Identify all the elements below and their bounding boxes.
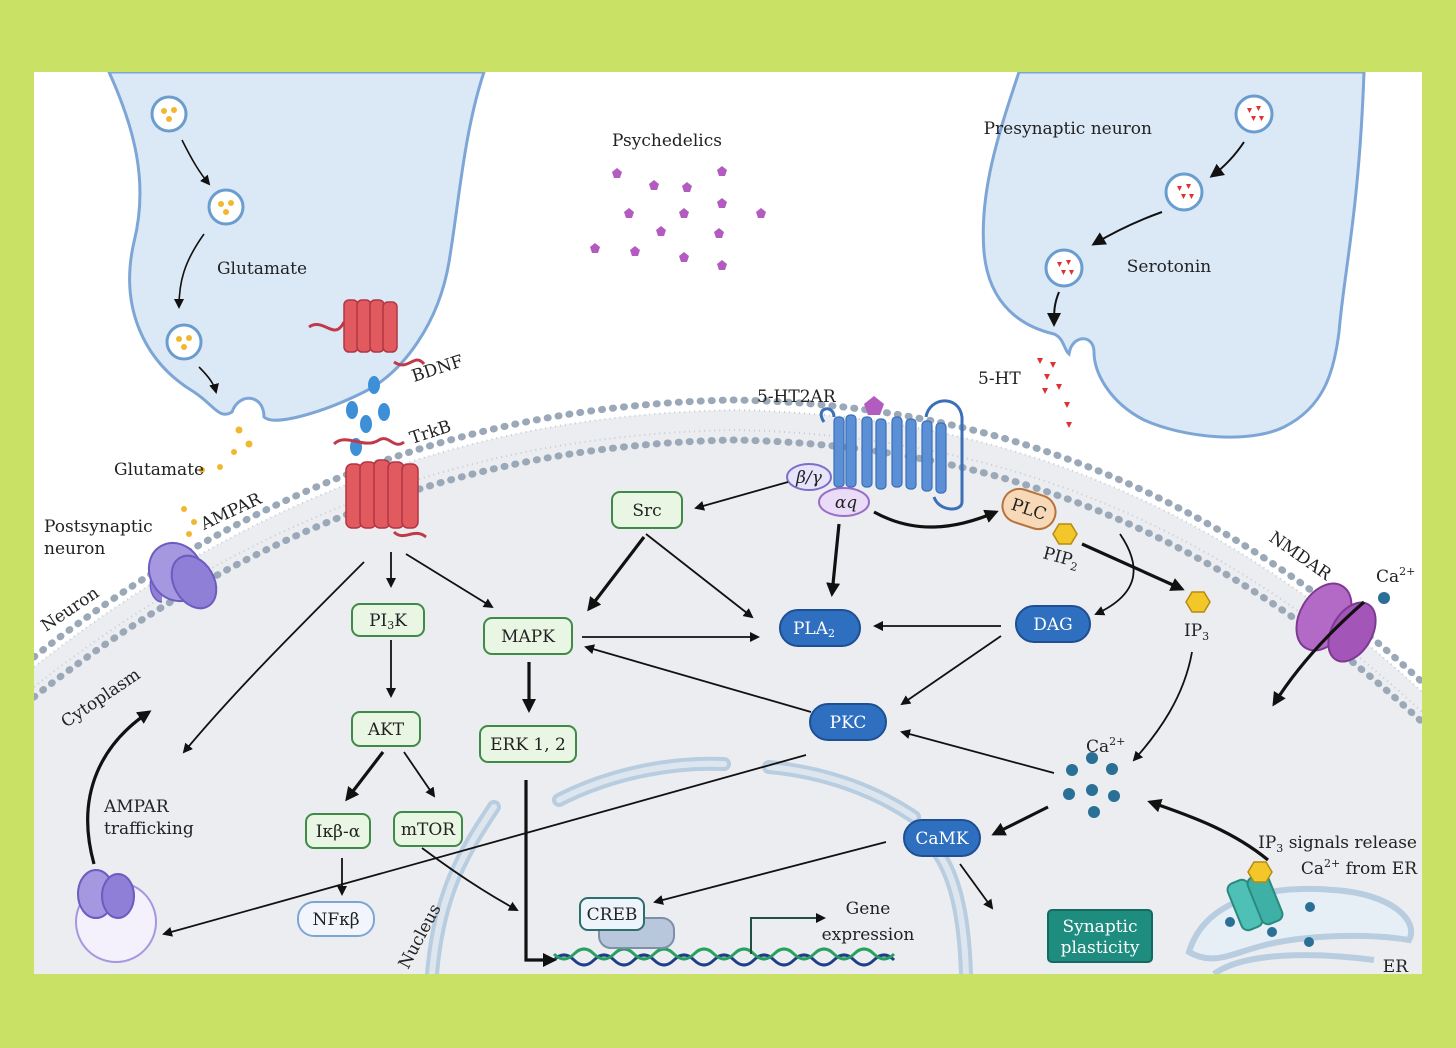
camk-label: CaMK (915, 829, 969, 849)
creb-label: CREB (587, 905, 638, 925)
ca-pool-label: Ca2+ (1086, 735, 1125, 757)
five-ht-label: 5-HT (978, 369, 1021, 389)
ikb-node: Iκβ-α (305, 813, 371, 849)
serotonin-vesicles (1044, 94, 1274, 288)
ca-nmdar-label: Ca2+ (1376, 565, 1415, 587)
ampar-vesicle (75, 869, 157, 963)
postsynaptic-label-2: neuron (44, 539, 105, 559)
psychedelic-molecules (590, 166, 766, 270)
pip2-hexagon (1052, 523, 1078, 545)
glutamate-molecules (181, 426, 253, 537)
akt-label: AKT (367, 720, 405, 740)
dna-strand (552, 947, 896, 967)
psychedelic-bound (864, 396, 884, 415)
ca-pool (1063, 752, 1120, 818)
alpha-q-label: αq (835, 493, 857, 513)
pkc-label: PKC (830, 713, 867, 733)
nmdar-receptor (1295, 582, 1377, 663)
postsynaptic-label-1: Postsynaptic (44, 517, 153, 537)
nfkb-node: NFκβ (297, 901, 375, 937)
trkb-receptor (332, 437, 427, 539)
gene-label-2: expression (822, 925, 915, 945)
serotonin-molecules (1037, 358, 1072, 428)
pathway-diagram: β/γ αq PLC (34, 72, 1422, 974)
presynaptic-neuron-label: Presynaptic neuron (984, 119, 1152, 139)
glutamate-cleft-label: Glutamate (114, 460, 204, 480)
pla2-node: PLA2 (779, 609, 861, 647)
creb-node: CREB (579, 897, 675, 949)
synaptic-label-2: plasticity (1061, 938, 1140, 958)
bdnf-receptor-top (308, 299, 426, 367)
dag-node: DAG (1015, 605, 1091, 643)
mtor-label: mTOR (401, 820, 456, 840)
synaptic-label-1: Synaptic (1062, 917, 1137, 937)
glutamate-vesicles (150, 95, 245, 361)
dag-label: DAG (1033, 615, 1073, 635)
pathway-arrows-bold (86, 509, 1366, 967)
postsynaptic-cell (34, 410, 1422, 974)
mapk-node: MAPK (483, 617, 573, 655)
ampar-receptor (147, 541, 218, 610)
ampar-trafficking-label-1: AMPAR (103, 797, 170, 817)
src-node: Src (611, 491, 683, 529)
glutamate-top-label: Glutamate (217, 259, 307, 279)
serotonin-label: Serotonin (1127, 257, 1212, 277)
mapk-label: MAPK (501, 627, 555, 647)
erk-label: ERK 1, 2 (490, 735, 566, 755)
mtor-node: mTOR (393, 811, 463, 847)
er-ca-dots (1225, 902, 1315, 947)
diagram-panel: β/γ αq PLC (34, 72, 1422, 974)
beta-gamma-label: β/γ (795, 468, 823, 488)
erk-node: ERK 1, 2 (479, 725, 577, 763)
psychedelics-label: Psychedelics (612, 131, 722, 151)
synaptic-plasticity-node: Synaptic plasticity (1047, 909, 1153, 963)
membrane-inner (34, 436, 1422, 726)
akt-node: AKT (351, 711, 421, 747)
membrane-outer (34, 396, 1422, 686)
serotonin-neuron (981, 72, 1366, 439)
plc-node: PLC (1001, 487, 1057, 531)
ampar-trafficking-label-2: trafficking (104, 819, 194, 839)
camk-node: CaMK (903, 819, 981, 857)
er-label: ER (1383, 957, 1409, 974)
nfkb-label: NFκβ (312, 910, 359, 930)
5ht2ar-label: 5-HT2AR (757, 387, 837, 407)
src-label: Src (632, 501, 661, 521)
bdnf-molecules (346, 376, 390, 456)
pi3k-label: PI3K (369, 611, 407, 632)
ca-dot-nmdar (1378, 592, 1390, 604)
pi3k-node: PI3K (351, 603, 425, 637)
pla2-label: PLA2 (793, 619, 835, 640)
ip3-hexagon (1185, 591, 1211, 613)
gene-label-1: Gene (846, 899, 891, 919)
ip3-label: IP3 (1184, 621, 1209, 643)
ikb-label: Iκβ-α (316, 822, 361, 842)
pkc-node: PKC (809, 703, 887, 741)
ip3-release-label-2: Ca2+ from ER (1301, 857, 1418, 879)
5ht2ar-receptor: β/γ αq (786, 399, 964, 517)
bdnf-label: BDNF (409, 351, 466, 386)
pathway-arrows (162, 481, 1193, 937)
ip3-receptor (1226, 861, 1284, 932)
ip3-release-label-1: IP3 signals release (1258, 833, 1417, 855)
